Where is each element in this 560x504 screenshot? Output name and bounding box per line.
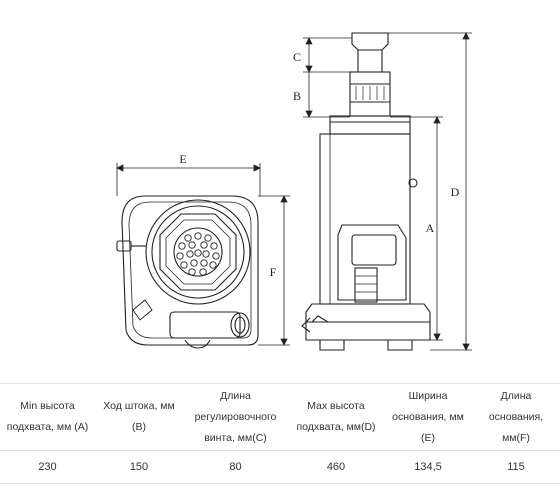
saddle-knurl-pattern (176, 232, 220, 276)
header-screw-length: Длина регулировочного винта, мм(C) (183, 384, 288, 451)
dimension-label-c: C (293, 50, 301, 64)
jack-technical-drawing: E F C B A D (116, 32, 472, 351)
header-base-length: Длина основания, мм(F) (472, 384, 560, 451)
filler-plug (116, 240, 132, 252)
dimension-lines (116, 32, 472, 351)
value-screw-length: 80 (183, 450, 288, 484)
value-stroke: 150 (95, 450, 183, 484)
spec-value-row: 230 150 80 460 134,5 115 (0, 450, 560, 484)
top-view (116, 195, 259, 349)
value-max-height: 460 (288, 450, 384, 484)
header-min-height: Min высота подхвата, мм (A) (0, 384, 95, 451)
spec-table: Min высота подхвата, мм (A) Ход штока, м… (0, 384, 560, 484)
dimension-label-a: A (426, 221, 435, 235)
saddle-knurled-circle (173, 227, 223, 277)
side-view (301, 32, 431, 351)
dimension-label-d: D (451, 185, 460, 199)
ram-nut-outline (159, 213, 237, 291)
value-base-length: 115 (472, 450, 560, 484)
release-valve (230, 312, 250, 338)
spec-header-row: Min высота подхвата, мм (A) Ход штока, м… (0, 384, 560, 451)
base-plate-outline (121, 195, 259, 346)
pump-housing (337, 224, 407, 301)
table-top-rule (0, 383, 560, 384)
header-max-height: Max высота подхвата, мм(D) (288, 384, 384, 451)
pump-socket (169, 311, 241, 339)
dimension-label-b: B (293, 89, 301, 103)
adjusting-screw (351, 32, 389, 73)
dimension-label-f: F (270, 265, 277, 279)
value-base-width: 134,5 (384, 450, 472, 484)
cylinder-outer-circle (145, 199, 251, 305)
header-base-width: Ширина основания, мм (E) (384, 384, 472, 451)
base-foot (305, 303, 431, 341)
value-min-height: 230 (0, 450, 95, 484)
pump-plunger (354, 267, 378, 303)
cylinder-body (319, 133, 411, 305)
cylinder-cap (329, 115, 411, 135)
header-stroke: Ход штока, мм (B) (95, 384, 183, 451)
dimension-label-e: E (179, 152, 186, 166)
